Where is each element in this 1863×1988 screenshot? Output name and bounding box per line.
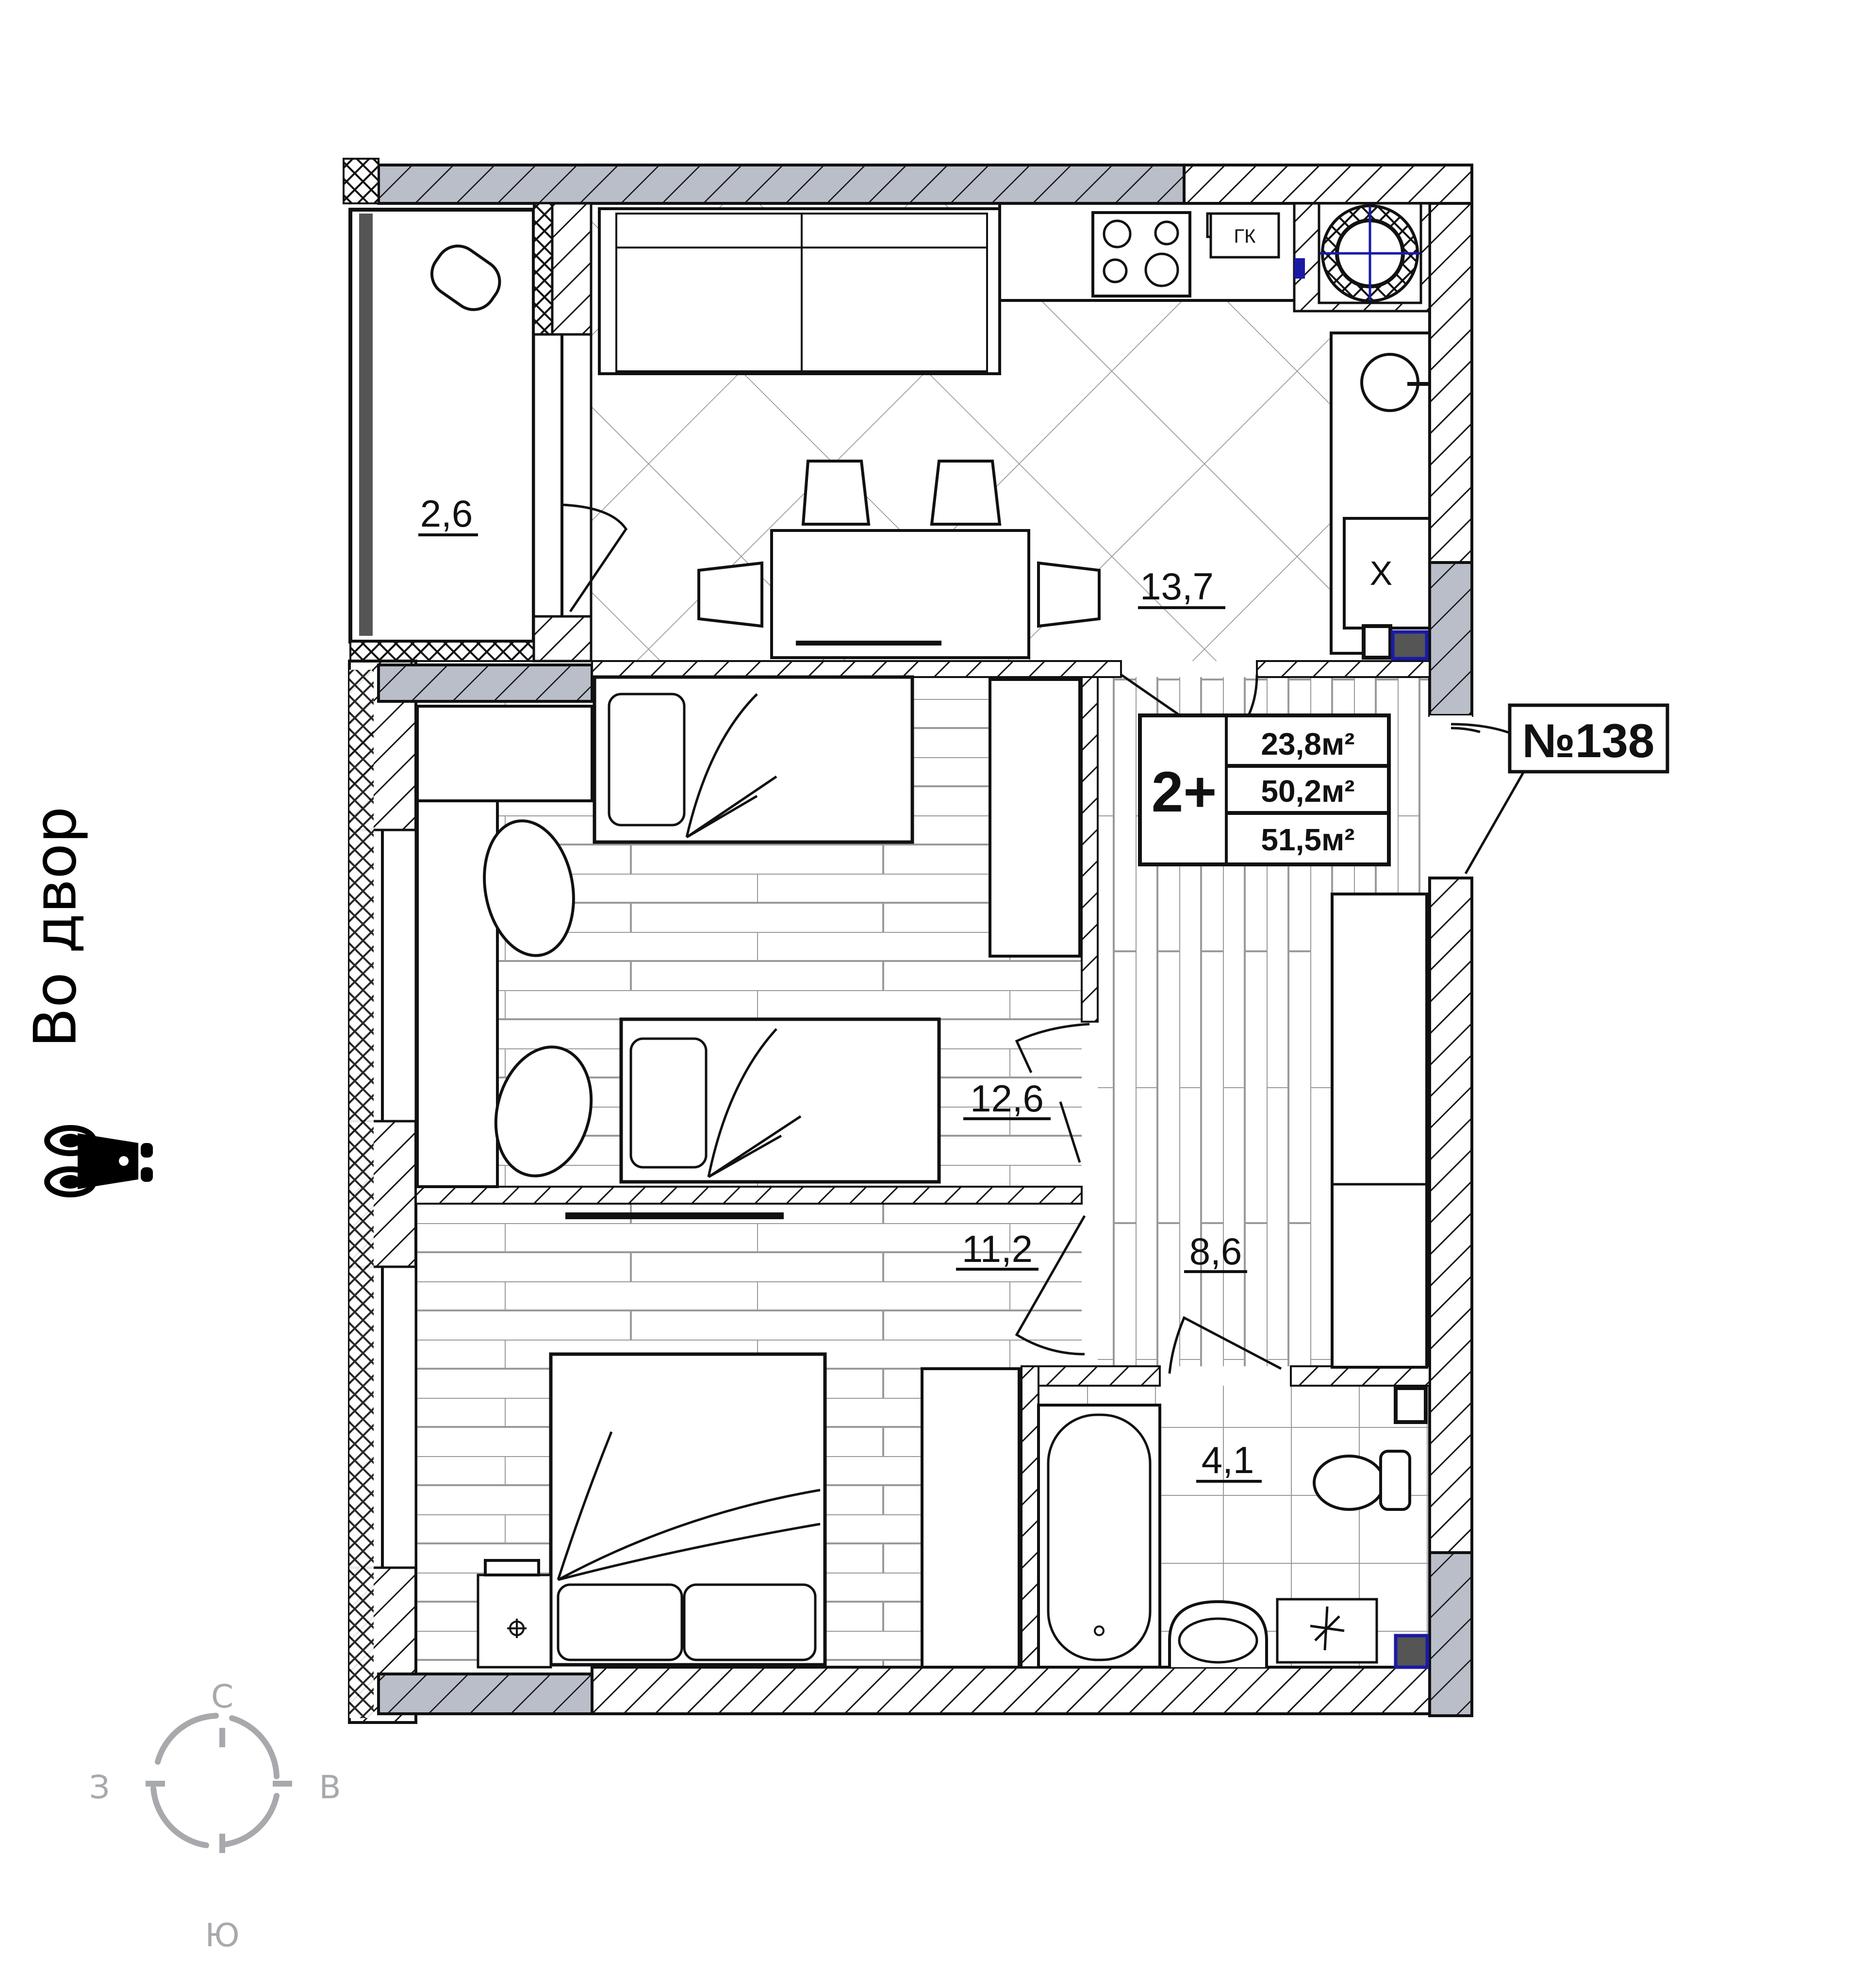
wall-bottom-gray [377,1673,594,1715]
wall-left-gray [377,663,594,703]
chair [697,561,763,628]
bedroom-wardrobe [921,1367,1021,1669]
fan-icon [1310,1606,1345,1651]
gas-boiler-visible [1209,212,1280,259]
desk-chair [483,819,575,957]
wall-top-insulation [343,158,379,204]
rooms-count: 2+ [1152,760,1217,824]
gas-boiler-label: ГК [1234,226,1256,247]
dining-table [770,529,1030,659]
blanket-folds [685,693,777,839]
partition-children-bedroom [415,1186,1083,1205]
apartment-number-leader [1451,723,1525,875]
tv-stand [796,641,941,646]
bath-vent [1394,1386,1428,1424]
area-bedroom: 11,2 [962,1227,1033,1270]
cooktop [1091,211,1191,298]
sofa-back-right [801,213,988,248]
wall-right-middle [1428,877,1473,1554]
view-direction-text: Во двор [22,806,90,1048]
apartment-number: №138 [1522,714,1655,767]
door-children-room [1015,1023,1090,1163]
wall-top-right [1183,164,1473,205]
desk-chair [494,1045,593,1177]
blanket-folds [557,1431,821,1581]
balcony-glazing [359,214,373,636]
entrance-door-gap [1430,715,1472,878]
wall-kitchen-left-bottom [532,615,593,663]
chair [1037,561,1101,628]
wall-right-gray-bottom [1428,1551,1473,1717]
wall-left-insulation [349,670,374,1718]
binoculars-icon [44,1125,153,1197]
total-area-with-balcony: 51,5м² [1261,822,1354,857]
apartment-number-box: №138 [1508,703,1669,774]
pillow [608,693,686,827]
wall-top-gray [377,164,1186,205]
compass-east: В [319,1769,341,1806]
chimney-axis [1320,206,1420,301]
vent-shaft [1362,624,1392,660]
area-summary-box: 2+ 23,8м² 50,2м² 51,5м² [1138,713,1391,866]
balcony-chair [430,244,501,311]
area-kitchen: 13,7 [1140,565,1214,608]
view-direction-label: Во двор [22,774,90,1080]
wall-right-gray-top [1428,561,1473,717]
pillow [557,1583,683,1661]
burner [1144,252,1179,287]
burner [1103,219,1132,248]
fridge-label: Х [1370,554,1393,592]
sofa-seat-right [801,247,988,372]
door-bedroom [1015,1215,1086,1356]
total-area: 50,2м² [1261,774,1354,809]
partition-bath-top [1033,1365,1161,1387]
entrance-door-swing [1451,727,1481,733]
chair [930,460,1002,526]
area-children-room: 12,6 [970,1077,1044,1120]
nightstand-lamp [484,1559,540,1576]
balcony-insulation-bottom [349,641,553,662]
pillow [683,1583,817,1661]
sofa-seat-left [615,247,803,372]
pillow [629,1037,708,1169]
door-bathroom [1168,1316,1282,1374]
drain [1094,1625,1105,1636]
wardrobe [989,678,1081,958]
sofa-back-left [615,213,803,248]
partition-children-hall [1081,676,1099,1023]
compass-south: Ю [205,1917,239,1954]
compass-north: С [211,1678,233,1715]
partition-kitchen-hall-right [1256,660,1431,678]
partition-kitchen-children [591,660,1122,678]
area-balcony: 2,6 [420,492,473,535]
bathtub-inner [1047,1413,1152,1661]
living-area: 23,8м² [1261,727,1354,762]
tv [565,1212,784,1219]
partition-bath-top-right [1290,1365,1431,1387]
riser-kitchen [1391,630,1429,661]
lamp-circle [509,1621,525,1636]
burner [1103,258,1128,283]
toilet-bowl [1313,1455,1385,1511]
chair [801,460,871,526]
compass [146,1713,292,1853]
shelf [416,705,594,802]
burner [1154,220,1179,246]
fridge-box [1343,517,1431,630]
area-bathroom: 4,1 [1202,1439,1254,1481]
wall-bottom [591,1666,1473,1715]
riser-bathroom [1394,1634,1429,1669]
area-hallway: 8,6 [1189,1230,1242,1273]
washbasin-bowl [1178,1617,1258,1664]
toilet-tank [1379,1450,1411,1511]
hallway-wardrobe [1331,893,1428,1369]
blanket-folds [707,1028,802,1178]
partition-bath-left [1021,1365,1039,1668]
wall-kitchen-left-top [551,202,593,336]
balcony-insulation-right [533,202,553,335]
compass-west: З [89,1769,110,1806]
balcony-door-swing [561,503,628,613]
wall-right-top [1428,202,1473,564]
riser-marker [1294,258,1305,279]
